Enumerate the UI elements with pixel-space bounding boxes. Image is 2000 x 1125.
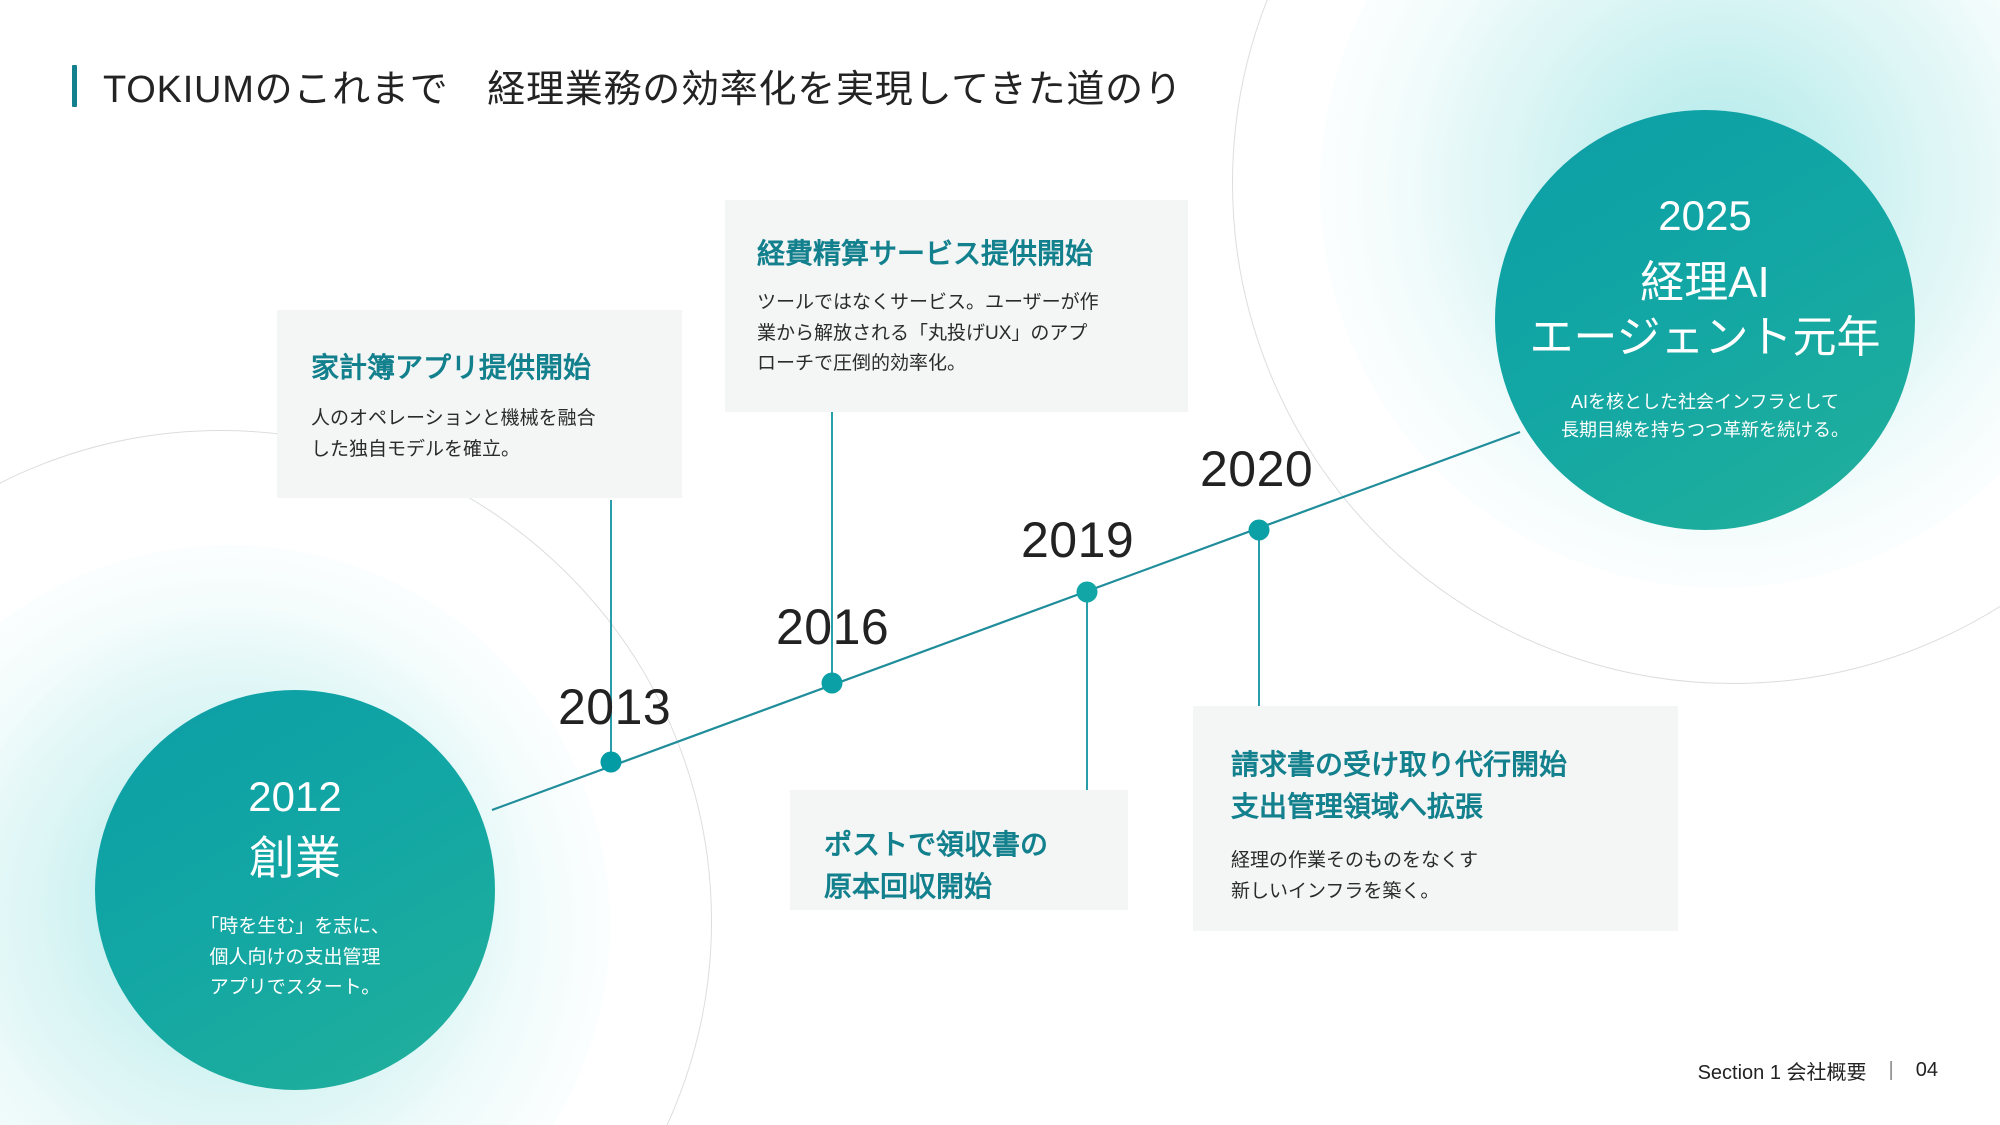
year-label-2013: 2013 xyxy=(558,679,672,735)
milestone-card-2013[interactable]: 家計簿アプリ提供開始 人のオペレーションと機械を融合 した独自モデルを確立。 xyxy=(277,310,682,498)
timeline-dot-2019 xyxy=(1076,581,1098,603)
title-accent-bar xyxy=(72,64,77,107)
year-label-2019: 2019 xyxy=(1021,512,1135,568)
milestone-title-2016: 経費精算サービス提供開始 xyxy=(757,238,1094,269)
timeline-dot-2016 xyxy=(821,672,843,694)
endpoint-circle-2025[interactable]: 2025 経理AI エージェント元年 AIを核とした社会インフラとして 長期目線… xyxy=(1495,110,1915,530)
year-label-2016: 2016 xyxy=(776,599,890,655)
milestone-card-2016[interactable]: 経費精算サービス提供開始 ツールではなくサービス。ユーザーが作 業から解放される… xyxy=(725,200,1188,412)
slide-footer: Section 1 会社概要 | 04 xyxy=(1698,1056,1938,1085)
milestone-card-2019[interactable]: ポストで領収書の 原本回収開始 xyxy=(790,790,1128,910)
milestone-title-2020: 請求書の受け取り代行開始 支出管理領域へ拡張 xyxy=(1231,749,1568,822)
endpoint-circle-2012[interactable]: 2012 創業 「時を生む」を志に、 個人向けの支出管理 アプリでスタート。 xyxy=(95,690,495,1090)
endpoint-headline-2012: 創業 xyxy=(249,832,341,885)
footer-separator: | xyxy=(1888,1059,1894,1081)
milestone-card-2020[interactable]: 請求書の受け取り代行開始 支出管理領域へ拡張 経理の作業そのものをなくす 新しい… xyxy=(1193,706,1678,931)
endpoint-description-2025: AIを核とした社会インフラとして 長期目線を持ちつつ革新を続ける。 xyxy=(1561,391,1849,441)
timeline-dot-2013 xyxy=(600,751,622,773)
page-title: TOKIUMのこれまで 経理業務の効率化を実現してきた道のり xyxy=(103,69,1183,111)
footer-section-label: Section 1 会社概要 xyxy=(1697,1062,1867,1084)
timeline-dot-2020 xyxy=(1248,519,1270,541)
footer-page-number: 04 xyxy=(1915,1059,1938,1081)
milestone-body-2013: 人のオペレーションと機械を融合 した独自モデルを確立。 xyxy=(311,407,596,460)
year-label-2020: 2020 xyxy=(1200,441,1314,497)
endpoint-year-2012: 2012 xyxy=(248,773,342,821)
milestone-body-2016: ツールではなくサービス。ユーザーが作 業から解放される「丸投げUX」のアプ ロー… xyxy=(757,291,1099,375)
slide-header: TOKIUMのこれまで 経理業務の効率化を実現してきた道のり xyxy=(72,58,1183,113)
endpoint-year-2025: 2025 xyxy=(1658,191,1752,239)
milestone-body-2020: 経理の作業そのものをなくす 新しいインフラを築く。 xyxy=(1231,850,1479,902)
milestone-title-2019: ポストで領収書の 原本回収開始 xyxy=(824,829,1049,902)
endpoint-headline-2025: 経理AI エージェント元年 xyxy=(1529,257,1881,363)
milestone-title-2013: 家計簿アプリ提供開始 xyxy=(311,352,592,383)
endpoint-description-2012: 「時を生む」を志に、 個人向けの支出管理 アプリでスタート。 xyxy=(200,916,390,999)
